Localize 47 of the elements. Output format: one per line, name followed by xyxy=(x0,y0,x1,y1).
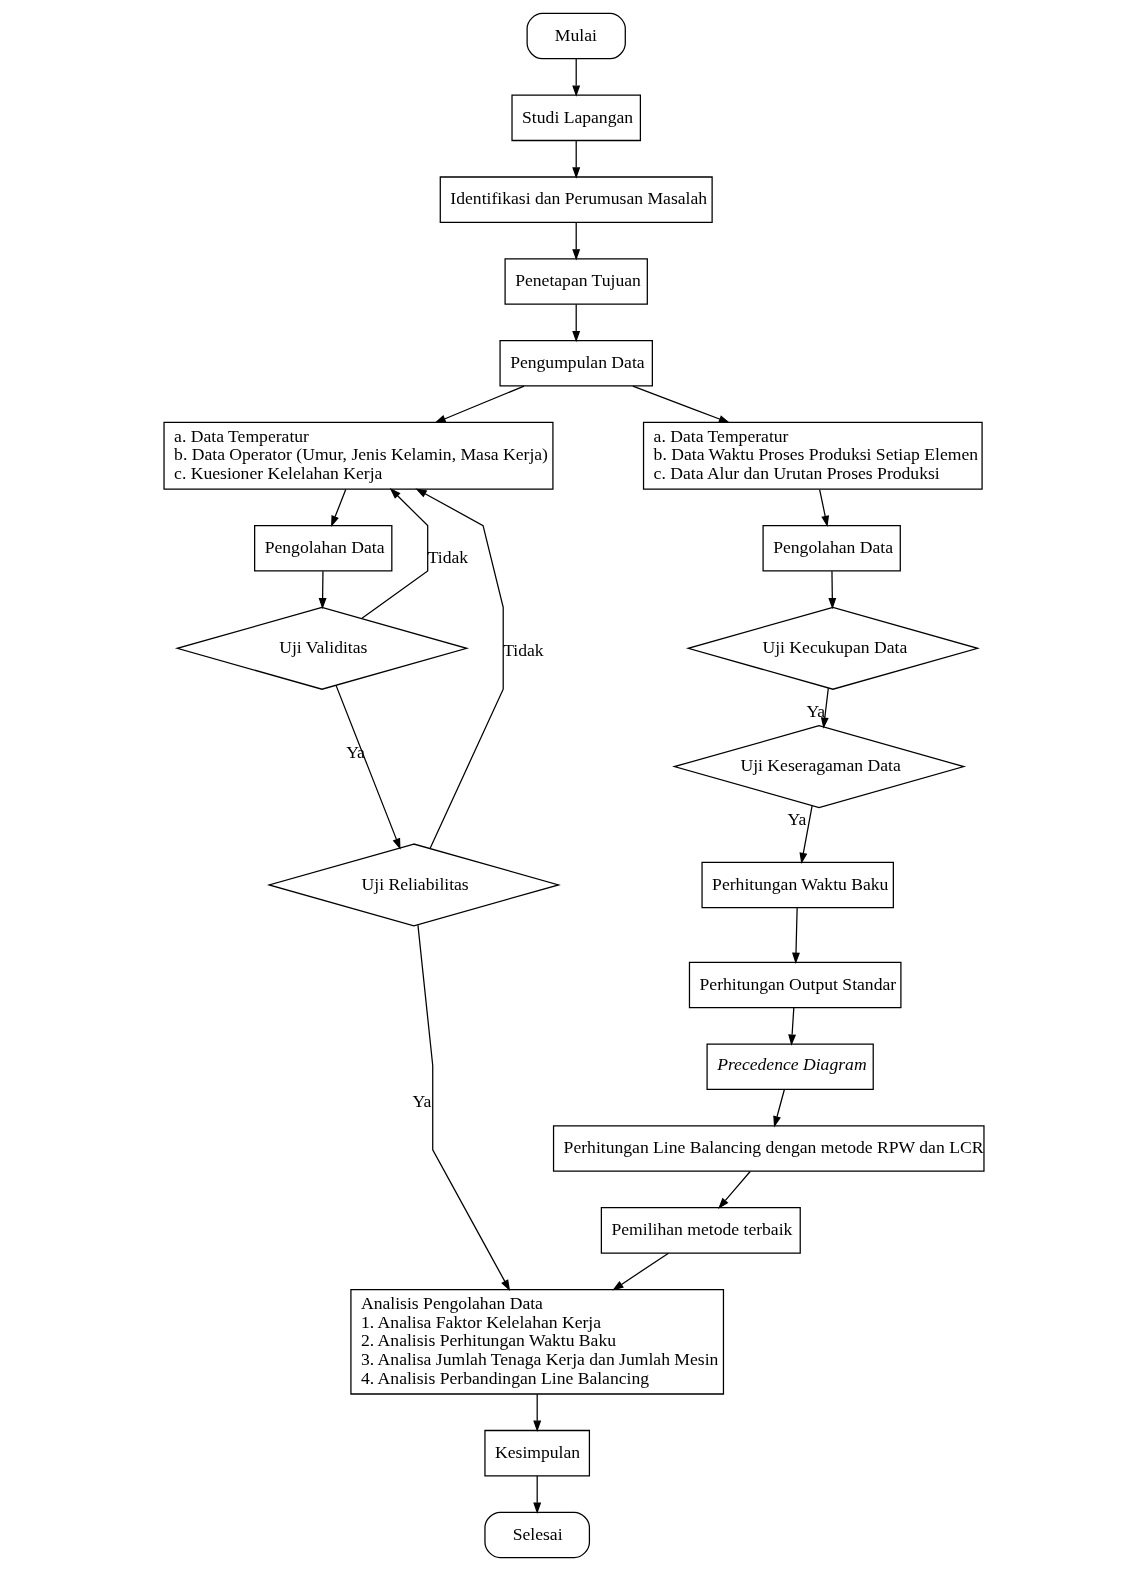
arrow xyxy=(820,687,829,729)
node-box: Studi Lapangan xyxy=(511,94,641,142)
arrow xyxy=(828,570,837,610)
arrow xyxy=(632,385,731,424)
node-box: Pengolahan Data xyxy=(254,525,393,572)
node-box: Mulai xyxy=(526,12,626,60)
arrow xyxy=(572,221,581,261)
node-box: Pengumpulan Data xyxy=(499,340,653,387)
edge-label: Ya xyxy=(787,808,807,829)
node-box: Analisis Pengolahan Data 1. Analisa Faktor Kelelahan Kerja 2. Analisis Perhitungan Waktu Baku 3. Analisa Jumlah Tenaga Kerja dan Jumlah Mesin 4. Analisis Perbandingan Line Balancing xyxy=(350,1288,725,1395)
arrow xyxy=(434,385,525,424)
node-box: Identifikasi dan Perumusan Masalah xyxy=(439,176,713,223)
arrow xyxy=(572,140,581,179)
arrow xyxy=(572,58,581,97)
arrow xyxy=(533,1475,542,1514)
arrow xyxy=(318,570,327,610)
arrow xyxy=(572,303,581,343)
arrow xyxy=(417,924,511,1292)
node-box: Precedence Diagram xyxy=(706,1043,874,1091)
node-box: Pengolahan Data xyxy=(762,525,901,572)
arrow xyxy=(415,488,504,850)
arrow xyxy=(335,685,401,850)
edge-label: Ya xyxy=(806,701,826,722)
node-box: Kesimpulan xyxy=(484,1429,591,1477)
arrow xyxy=(612,1252,670,1291)
arrow xyxy=(331,488,347,528)
arrow xyxy=(361,487,429,619)
node-diamond: Uji Keseragaman Data xyxy=(672,725,967,809)
node-box: Perhitungan Waktu Baku xyxy=(701,861,894,909)
node-box: Penetapan Tujuan xyxy=(504,258,648,305)
node-diamond: Uji Reliabilitas xyxy=(266,843,561,927)
node-box: a. Data Temperatur b. Data Waktu Proses Produksi Setiap Elemen c. Data Alur dan Urutan Proses Produksi xyxy=(642,421,983,490)
node-box: Perhitungan Output Standar xyxy=(688,961,902,1009)
arrow xyxy=(773,1089,785,1128)
arrow xyxy=(819,488,830,528)
node-diamond: Uji Validitas xyxy=(174,606,470,690)
node-diamond: Uji Kecukupan Data xyxy=(685,606,980,690)
arrow xyxy=(792,907,800,965)
node-box: Selesai xyxy=(484,1511,591,1559)
arrow xyxy=(718,1170,751,1209)
node-box: Pemilihan metode terbaik xyxy=(600,1207,801,1254)
node-box: a. Data Temperatur b. Data Operator (Umur, Jenis Kelamin, Masa Kerja) c. Kuesioner Kelelahan Kerja xyxy=(163,421,554,490)
arrow xyxy=(788,1007,797,1046)
arrow xyxy=(799,805,813,865)
edge-label: Ya xyxy=(412,1091,432,1112)
edge-label: Tidak xyxy=(427,546,469,567)
arrow xyxy=(533,1393,542,1432)
